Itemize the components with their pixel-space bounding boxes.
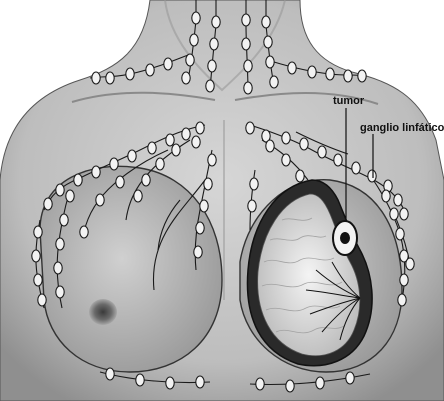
lymph-node xyxy=(250,178,258,190)
lymph-node xyxy=(286,380,294,392)
lymph-node xyxy=(190,34,198,46)
lymph-node xyxy=(196,222,204,234)
lymph-node xyxy=(318,146,326,158)
lymph-node xyxy=(264,36,272,48)
lymph-node xyxy=(126,68,134,80)
lymph-node xyxy=(242,38,250,50)
lymph-node xyxy=(316,377,324,389)
lymph-node xyxy=(110,158,118,170)
lymph-node xyxy=(266,56,274,68)
lymph-node xyxy=(172,144,180,156)
lymph-node xyxy=(106,72,114,84)
lymph-node xyxy=(390,208,398,220)
lymph-node xyxy=(194,246,202,258)
lymph-node xyxy=(288,62,296,74)
tumor-label: tumor xyxy=(333,95,365,107)
lymph-node xyxy=(186,54,194,66)
lymph-node xyxy=(34,226,42,238)
lymph-node xyxy=(56,184,64,196)
lymph-node xyxy=(80,226,88,238)
tumor-mass xyxy=(340,232,350,244)
lymph-node xyxy=(266,140,274,152)
lymph-node xyxy=(206,80,214,92)
lymph-node xyxy=(352,162,360,174)
lymph-node xyxy=(166,377,174,389)
lymph-node xyxy=(66,190,74,202)
lymph-node xyxy=(44,198,52,210)
lymph-node xyxy=(346,372,354,384)
lymph-node xyxy=(208,60,216,72)
lymph-node xyxy=(134,190,142,202)
lymph-node xyxy=(106,368,114,380)
lymph-node xyxy=(148,142,156,154)
lymph-node xyxy=(394,194,402,206)
lymph-node xyxy=(242,14,250,26)
lymph-node xyxy=(282,132,290,144)
lymph-node xyxy=(192,136,200,148)
lymph-node xyxy=(34,274,42,286)
lymph-node xyxy=(248,200,256,212)
lymph-node xyxy=(74,174,82,186)
lymph-node xyxy=(246,122,254,134)
lymph-node xyxy=(196,376,204,388)
lymph-node xyxy=(210,38,218,50)
lymph-node xyxy=(182,128,190,140)
lymph-node xyxy=(38,294,46,306)
lymph-node xyxy=(156,158,164,170)
lymph-node xyxy=(334,154,342,166)
lymph-node xyxy=(128,150,136,162)
lymph-node xyxy=(54,262,62,274)
lymph-node xyxy=(262,16,270,28)
lymph-node xyxy=(308,66,316,78)
lymph-node xyxy=(204,178,212,190)
left-nipple xyxy=(89,299,117,325)
lymph-node xyxy=(56,238,64,250)
lymph-node xyxy=(182,72,190,84)
lymph-node xyxy=(164,58,172,70)
lymph-node xyxy=(142,174,150,186)
lymph-node xyxy=(244,82,252,94)
lymph-node xyxy=(400,208,408,220)
lymph-node xyxy=(116,176,124,188)
lymph-node-label: ganglio linfático xyxy=(360,122,444,134)
lymph-node xyxy=(166,134,174,146)
lymph-node xyxy=(60,214,68,226)
lymph-node xyxy=(244,60,252,72)
lymph-node xyxy=(282,154,290,166)
lymph-node xyxy=(212,16,220,28)
lymph-node xyxy=(400,274,408,286)
lymph-node xyxy=(368,170,376,182)
lymph-node xyxy=(382,190,390,202)
lymph-node xyxy=(256,378,264,390)
lymph-node xyxy=(270,76,278,88)
lymph-node xyxy=(300,138,308,150)
lymph-node xyxy=(396,228,404,240)
lymph-node xyxy=(146,64,154,76)
lymph-node xyxy=(398,294,406,306)
lymph-node xyxy=(92,166,100,178)
lymph-node xyxy=(358,70,366,82)
lymph-node xyxy=(344,70,352,82)
lymph-node xyxy=(192,12,200,24)
lymph-node xyxy=(56,286,64,298)
lymph-node xyxy=(196,122,204,134)
lymph-node xyxy=(92,72,100,84)
lymph-node xyxy=(208,154,216,166)
lymph-node xyxy=(32,250,40,262)
lymph-node xyxy=(96,194,104,206)
lymph-node xyxy=(136,374,144,386)
lymph-node xyxy=(296,170,304,182)
lymph-node xyxy=(406,258,414,270)
lymph-node xyxy=(326,68,334,80)
lymph-node xyxy=(200,200,208,212)
